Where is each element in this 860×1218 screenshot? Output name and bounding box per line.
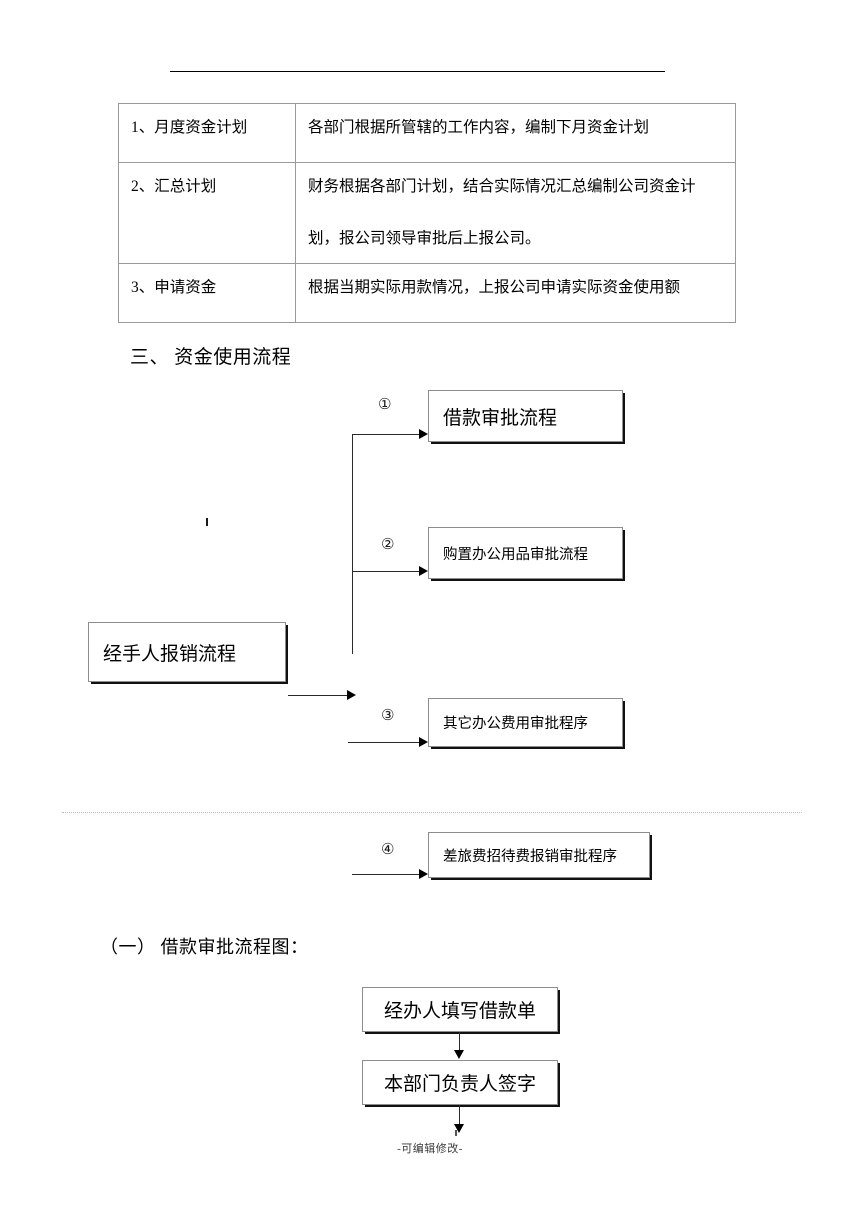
connector-source-stub	[288, 695, 350, 696]
connector-loan-step-1-2	[459, 1032, 460, 1051]
flow-box-branch-4: 差旅费招待费报销审批程序	[428, 832, 650, 878]
arrow-right-icon	[347, 690, 356, 700]
connector-branch-3	[348, 742, 422, 743]
table-cell-description: 根据当期实际用款情况，上报公司申请实际资金使用额	[295, 263, 736, 324]
arrow-down-icon	[454, 1124, 464, 1133]
flow-box-branch-2: 购置办公用品审批流程	[428, 527, 623, 579]
branch-number-3: ③	[381, 706, 395, 724]
table-cell-line: 财务根据各部门计划，结合实际情况汇总编制公司资金计	[308, 178, 696, 195]
connector-loan-step-2-out	[459, 1105, 460, 1125]
table-row: 1、月度资金计划 各部门根据所管辖的工作内容，编制下月资金计划	[118, 103, 736, 163]
table-cell-description: 财务根据各部门计划，结合实际情况汇总编制公司资金计 划，报公司领导审批后上报公司…	[295, 161, 736, 265]
branch-number-4: ④	[381, 840, 395, 858]
footer-tick-mark	[455, 1130, 457, 1136]
stray-ink-mark	[206, 518, 208, 526]
connector-branch-1	[352, 434, 422, 435]
flow-box-branch-3: 其它办公费用审批程序	[428, 698, 623, 747]
connector-branch-4	[352, 874, 422, 875]
funding-plan-table: 1、月度资金计划 各部门根据所管辖的工作内容，编制下月资金计划 2、汇总计划 财…	[118, 103, 736, 324]
table-cell-label: 1、月度资金计划	[118, 103, 296, 163]
top-horizontal-rule	[170, 71, 665, 72]
flow-box-branch-1: 借款审批流程	[428, 390, 623, 442]
arrow-down-icon	[454, 1050, 464, 1059]
subsection-heading-1: （一） 借款审批流程图：	[100, 937, 309, 957]
section-heading-3: 三、 资金使用流程	[130, 347, 292, 368]
page-break-separator	[62, 812, 802, 813]
table-cell-label: 3、申请资金	[118, 263, 296, 324]
arrow-right-icon	[419, 869, 428, 879]
flow-box-source: 经手人报销流程	[88, 622, 286, 682]
table-cell-label: 2、汇总计划	[118, 161, 296, 265]
table-cell-description: 各部门根据所管辖的工作内容，编制下月资金计划	[295, 103, 736, 163]
flow-box-loan-step-1: 经办人填写借款单	[362, 987, 558, 1032]
arrow-right-icon	[419, 737, 428, 747]
table-row: 2、汇总计划 财务根据各部门计划，结合实际情况汇总编制公司资金计 划，报公司领导…	[118, 161, 736, 265]
branch-number-1: ①	[378, 395, 392, 413]
connector-branch-2	[352, 571, 422, 572]
arrow-right-icon	[419, 429, 428, 439]
table-cell-line: 划，报公司领导审批后上报公司。	[308, 230, 541, 248]
branch-number-2: ②	[381, 535, 395, 553]
flow-box-loan-step-2: 本部门负责人签字	[362, 1060, 558, 1105]
table-cell-line: 根据当期实际用款情况，上报公司申请实际资金使用额	[308, 279, 681, 297]
arrow-right-icon	[419, 566, 428, 576]
footer-note: -可编辑修改-	[397, 1143, 463, 1155]
connector-trunk-vertical	[352, 434, 353, 654]
table-cell-line: 各部门根据所管辖的工作内容，编制下月资金计划	[308, 119, 650, 136]
table-row: 3、申请资金 根据当期实际用款情况，上报公司申请实际资金使用额	[118, 263, 736, 324]
